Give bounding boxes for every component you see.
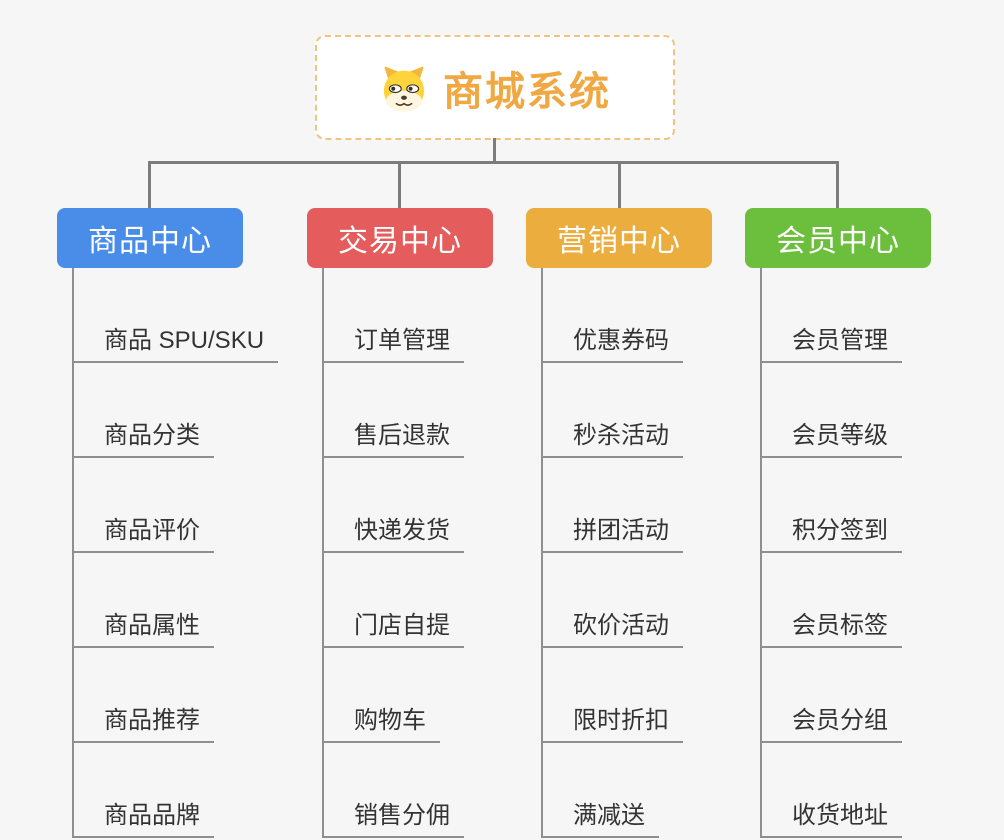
topic-item[interactable]: 购物车 bbox=[324, 648, 440, 743]
topic-item[interactable]: 会员分组 bbox=[762, 648, 902, 743]
children-column-products: 商品 SPU/SKU 商品分类 商品评价 商品属性 商品推荐 商品品牌 bbox=[72, 268, 279, 838]
connector-root-stem bbox=[493, 138, 496, 164]
root-topic-label: 商城系统 bbox=[443, 69, 611, 114]
topic-item[interactable]: 快递发货 bbox=[324, 458, 464, 553]
topic-item[interactable]: 限时折扣 bbox=[543, 648, 683, 743]
topic-item[interactable]: 商品品牌 bbox=[74, 743, 214, 838]
topic-item[interactable]: 商品评价 bbox=[74, 458, 214, 553]
topic-item[interactable]: 订单管理 bbox=[324, 268, 464, 363]
connector-drop-members bbox=[836, 161, 839, 209]
topic-item[interactable]: 收货地址 bbox=[762, 743, 902, 838]
topic-item[interactable]: 商品属性 bbox=[74, 553, 214, 648]
topic-item[interactable]: 商品 SPU/SKU bbox=[74, 268, 279, 363]
branch-node-products[interactable]: 商品中心 bbox=[57, 208, 243, 268]
topic-item[interactable]: 会员等级 bbox=[762, 363, 902, 458]
topic-item[interactable]: 商品推荐 bbox=[74, 648, 214, 743]
branch-node-marketing[interactable]: 营销中心 bbox=[526, 208, 712, 268]
topic-item[interactable]: 秒杀活动 bbox=[543, 363, 683, 458]
topic-item[interactable]: 售后退款 bbox=[324, 363, 464, 458]
branch-node-members[interactable]: 会员中心 bbox=[745, 208, 931, 268]
dog-face-icon bbox=[383, 66, 425, 112]
topic-item[interactable]: 会员管理 bbox=[762, 268, 902, 363]
topic-item[interactable]: 会员标签 bbox=[762, 553, 902, 648]
topic-item[interactable]: 销售分佣 bbox=[324, 743, 464, 838]
topic-item[interactable]: 优惠券码 bbox=[543, 268, 683, 363]
topic-item[interactable]: 满减送 bbox=[543, 743, 659, 838]
connector-horizontal-bar bbox=[148, 161, 839, 164]
children-column-marketing: 优惠券码 秒杀活动 拼团活动 砍价活动 限时折扣 满减送 bbox=[541, 268, 683, 838]
connector-drop-marketing bbox=[618, 161, 621, 209]
topic-item[interactable]: 砍价活动 bbox=[543, 553, 683, 648]
branch-node-trade[interactable]: 交易中心 bbox=[307, 208, 493, 268]
connector-drop-trade bbox=[398, 161, 401, 209]
topic-item[interactable]: 门店自提 bbox=[324, 553, 464, 648]
topic-item[interactable]: 积分签到 bbox=[762, 458, 902, 553]
connector-drop-products bbox=[148, 161, 151, 209]
root-topic[interactable]: 商城系统 bbox=[315, 35, 675, 140]
topic-item[interactable]: 拼团活动 bbox=[543, 458, 683, 553]
topic-item[interactable]: 商品分类 bbox=[74, 363, 214, 458]
children-column-members: 会员管理 会员等级 积分签到 会员标签 会员分组 收货地址 bbox=[760, 268, 902, 838]
children-column-trade: 订单管理 售后退款 快递发货 门店自提 购物车 销售分佣 bbox=[322, 268, 464, 838]
